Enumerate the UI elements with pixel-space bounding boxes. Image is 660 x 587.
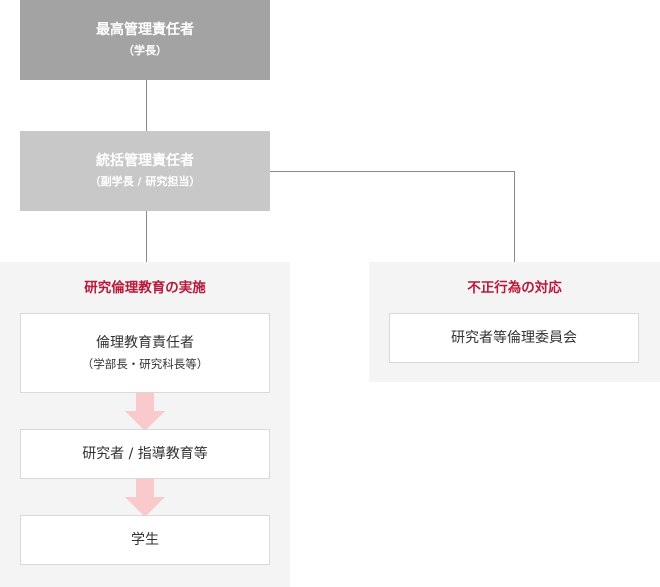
ethics-step-card: 倫理教育責任者 （学部長・研究科長等） xyxy=(20,313,270,393)
ethics-committee-card: 研究者等倫理委員会 xyxy=(389,313,639,363)
chief-manager-title: 最高管理責任者 xyxy=(96,22,194,38)
ethics-committee-title: 研究者等倫理委員会 xyxy=(451,330,577,346)
ethics-step-title: 倫理教育責任者 xyxy=(96,335,194,351)
ethics-step-title: 研究者 / 指導教育等 xyxy=(82,446,208,462)
ethics-step-subtitle: （学部長・研究科長等） xyxy=(81,357,209,371)
ethics-step-card: 研究者 / 指導教育等 xyxy=(20,429,270,479)
down-arrow-icon xyxy=(125,479,165,517)
connector-middle-to-ethics xyxy=(146,211,147,262)
ethics-panel-title: 研究倫理教育の実施 xyxy=(84,280,206,296)
down-arrow-icon xyxy=(125,393,165,431)
misconduct-panel-title: 不正行為の対応 xyxy=(467,280,562,296)
general-manager-subtitle: （副学長 / 研究担当） xyxy=(89,175,201,188)
connector-to-misconduct xyxy=(514,171,515,262)
chief-manager-box: 最高管理責任者 （学長） xyxy=(20,0,270,80)
chief-manager-subtitle: （学長） xyxy=(123,44,167,57)
connector-middle-horizontal xyxy=(270,171,514,172)
ethics-step-card: 学生 xyxy=(20,515,270,565)
general-manager-title: 統括管理責任者 xyxy=(96,153,194,169)
misconduct-response-panel: 不正行為の対応 研究者等倫理委員会 xyxy=(369,262,660,382)
general-manager-box: 統括管理責任者 （副学長 / 研究担当） xyxy=(20,131,270,211)
ethics-step-title: 学生 xyxy=(131,532,159,548)
ethics-education-panel: 研究倫理教育の実施 倫理教育責任者 （学部長・研究科長等） 研究者 / 指導教育… xyxy=(0,262,290,587)
connector-top-to-middle xyxy=(146,80,147,131)
